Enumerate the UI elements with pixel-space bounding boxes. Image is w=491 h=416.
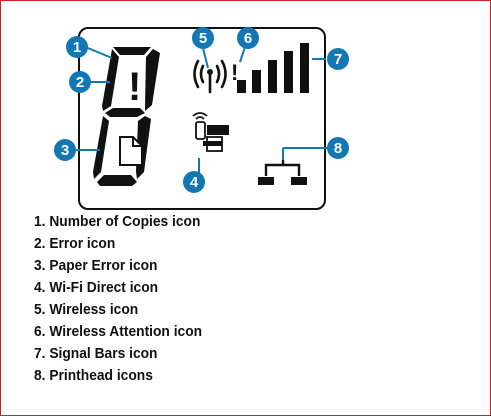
wireless-icon [193,59,227,94]
number-of-copies-icon [93,47,160,186]
wireless-attention-icon: ! [231,60,238,85]
callout-3: 3 [54,139,76,161]
signal-bars-icon [237,43,309,93]
svg-text:7: 7 [334,51,342,68]
legend-item-printhead: 8. Printhead icons [34,367,153,384]
svg-text:5: 5 [199,30,207,47]
callout-2: 2 [69,71,91,93]
callout-1: 1 [66,36,88,58]
callout-8: 8 [327,137,349,159]
callout-6: 6 [237,27,259,49]
callout-5: 5 [192,27,214,49]
legend-item-signal-bars: 7. Signal Bars icon [34,345,158,362]
svg-text:4: 4 [190,174,199,191]
legend-item-wifi-direct: 4. Wi-Fi Direct icon [34,279,159,296]
svg-text:8: 8 [334,140,342,157]
legend-list: 1. Number of Copies icon 2. Error icon 3… [34,211,217,387]
callout-7: 7 [327,48,349,70]
legend-item-number-of-copies: 1. Number of Copies icon [34,213,201,230]
svg-text:6: 6 [244,30,252,47]
callout-4: 4 [183,171,205,193]
legend-item-error: 2. Error icon [34,235,116,252]
callout-leader-lines [76,45,330,178]
error-icon: ! [128,65,141,109]
legend-item-wireless-attention: 6. Wireless Attention icon [34,323,203,340]
svg-text:3: 3 [61,142,69,159]
wifi-direct-icon [192,112,229,152]
legend-item-paper-error: 3. Paper Error icon [34,257,158,274]
svg-text:2: 2 [76,74,84,91]
legend-item-wireless: 5. Wireless icon [34,301,139,318]
svg-text:1: 1 [73,39,81,56]
printhead-icons [258,160,307,185]
paper-error-icon [119,136,143,166]
